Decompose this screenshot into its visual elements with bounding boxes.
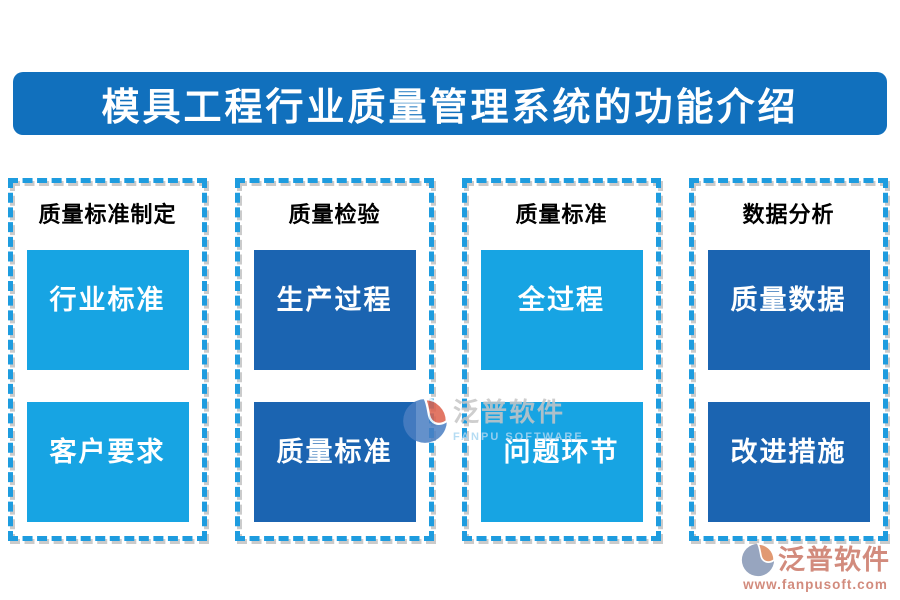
page-title: 模具工程行业质量管理系统的功能介绍 <box>101 87 799 129</box>
footer-brand-logo: 泛普软件 www.fanpusoft.com <box>741 543 890 592</box>
panels-row: 质量标准制定 行业标准 客户要求 质量检验 生产过程 质量标准 质量标准 全过程… <box>8 178 888 541</box>
fanpu-logo-icon <box>741 543 775 577</box>
feature-box: 问题环节 <box>480 402 643 522</box>
feature-box: 质量标准 <box>253 402 416 522</box>
panel-title: 质量检验 <box>288 202 381 227</box>
panel-title: 质量标准 <box>515 202 608 227</box>
panel-quality-inspection: 质量检验 生产过程 质量标准 <box>235 178 434 541</box>
panel-title: 数据分析 <box>742 202 835 227</box>
feature-box: 行业标准 <box>26 250 189 370</box>
panel-quality-standard-setting: 质量标准制定 行业标准 客户要求 <box>8 178 207 541</box>
feature-box: 改进措施 <box>707 402 870 522</box>
panel-title: 质量标准制定 <box>38 202 177 227</box>
feature-box: 质量数据 <box>707 250 870 370</box>
panel-data-analysis: 数据分析 质量数据 改进措施 <box>689 178 888 541</box>
feature-box: 客户要求 <box>26 402 189 522</box>
feature-box: 全过程 <box>480 250 643 370</box>
feature-box: 生产过程 <box>253 250 416 370</box>
title-banner: 模具工程行业质量管理系统的功能介绍 <box>13 72 887 135</box>
footer-brand-text: 泛普软件 <box>778 545 890 575</box>
panel-quality-standard: 质量标准 全过程 问题环节 <box>462 178 661 541</box>
footer-website-text: www.fanpusoft.com <box>743 577 888 592</box>
